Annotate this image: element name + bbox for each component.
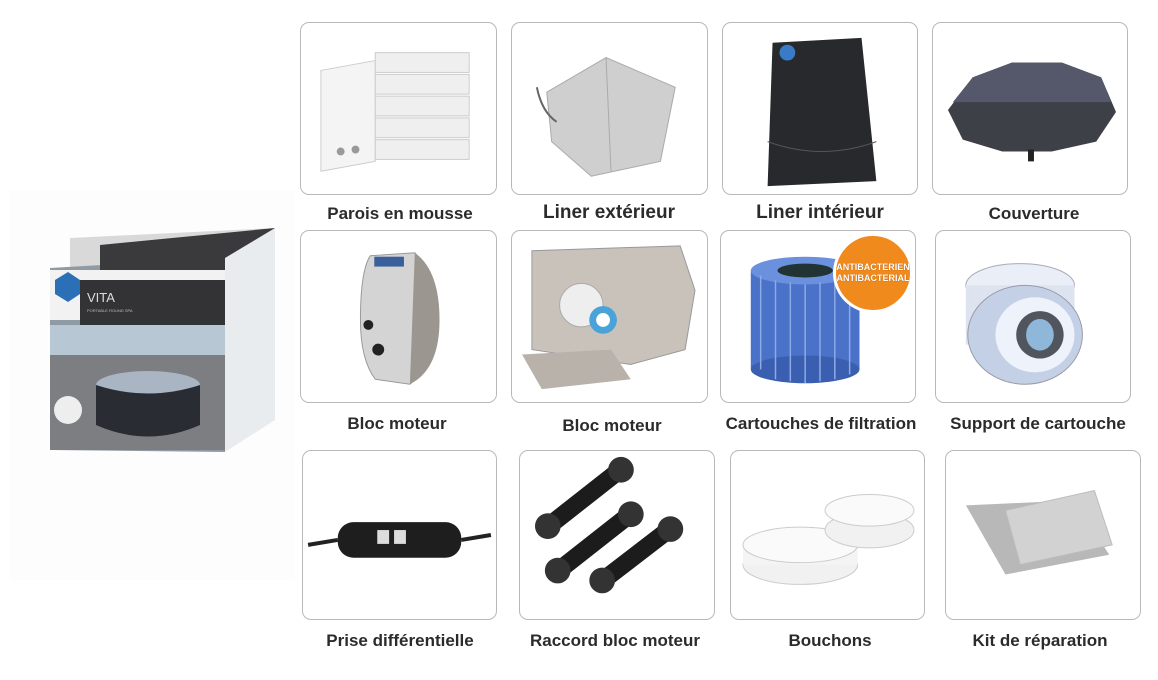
item-card-cover[interactable] <box>932 22 1128 195</box>
box-brand: VITA <box>87 290 115 305</box>
item-label: Support de cartouche <box>950 414 1126 433</box>
item-card-caps[interactable] <box>730 450 925 620</box>
cover-icon <box>947 62 1116 162</box>
foam-walls-icon <box>320 52 470 172</box>
item-label: Prise différentielle <box>326 631 474 650</box>
item-label: Bouchons <box>788 631 872 650</box>
item-label: Liner intérieur <box>756 202 884 223</box>
cartridge-holder-icon <box>965 263 1083 385</box>
antibacterial-badge-text: ANTIBACTERIEN ANTIBACTERIAL <box>836 262 910 283</box>
item-card-motor-unit-open[interactable] <box>511 230 708 403</box>
rcd-plug-icon <box>307 522 492 558</box>
item-label: Couverture <box>988 204 1080 223</box>
item-card-outer-liner[interactable] <box>511 22 708 195</box>
inner-liner-icon <box>767 37 877 187</box>
item-label: Bloc moteur <box>347 414 447 433</box>
item-card-motor-connectors[interactable] <box>519 450 715 620</box>
motor-unit-open-icon <box>522 245 696 390</box>
motor-unit-icon <box>359 252 440 385</box>
box-subtitle: PORTABLE ROUND SPA <box>87 308 133 313</box>
item-card-cartridge-holder[interactable] <box>935 230 1131 403</box>
outer-liner-icon <box>535 57 676 177</box>
product-box-image: VITA PORTABLE ROUND SPA <box>10 190 295 580</box>
item-label: Liner extérieur <box>543 202 675 223</box>
item-card-motor-unit[interactable] <box>300 230 497 403</box>
caps-icon <box>742 493 915 585</box>
item-label: Bloc moteur <box>562 416 662 435</box>
item-label: Raccord bloc moteur <box>529 631 701 650</box>
item-card-inner-liner[interactable] <box>722 22 918 195</box>
motor-connectors-icon <box>534 456 684 594</box>
item-card-repair-kit[interactable] <box>945 450 1141 620</box>
antibacterial-badge: ANTIBACTERIEN ANTIBACTERIAL <box>833 233 913 313</box>
item-label: Cartouches de filtration <box>725 414 917 433</box>
repair-kit-icon <box>965 489 1113 575</box>
item-card-filter-cartridge[interactable]: ANTIBACTERIEN ANTIBACTERIAL <box>720 230 916 403</box>
item-label: Kit de réparation <box>972 631 1108 650</box>
item-card-rcd-plug[interactable] <box>302 450 497 620</box>
item-card-foam-walls[interactable] <box>300 22 497 195</box>
item-label: Parois en mousse <box>327 204 473 223</box>
